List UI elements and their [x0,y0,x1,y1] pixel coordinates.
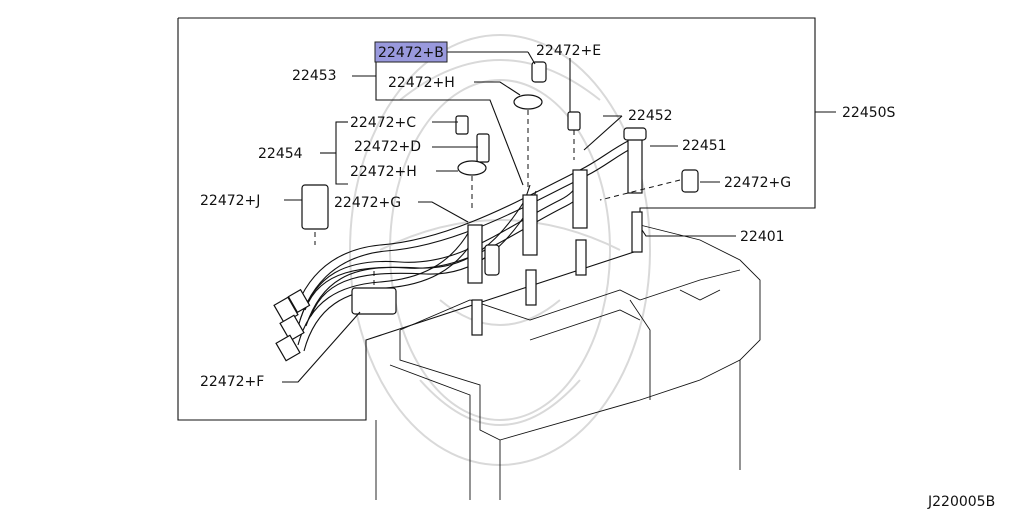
drawing-code: J220005B [927,494,995,510]
callout-22450s[interactable]: 22450S [842,105,896,121]
callout-22453[interactable]: 22453 [292,68,337,84]
callout-22472-h-top[interactable]: 22472+H [388,75,455,91]
callout-22454[interactable]: 22454 [258,146,303,162]
wire-boots [273,288,311,362]
wire-clips [301,61,699,315]
callout-22472-h-mid[interactable]: 22472+H [350,164,417,180]
guide-lines [314,110,681,285]
callout-labels: 22472+B 22472+E 22453 22472+H 22452 2245… [200,41,995,510]
highlighted-callout-box [374,41,448,63]
callout-22472-e[interactable]: 22472+E [536,43,601,59]
callout-22452[interactable]: 22452 [628,108,673,124]
plug-caps [467,127,647,284]
callout-22472-g-right[interactable]: 22472+G [724,175,791,191]
engine-block [375,224,761,500]
callout-22472-g-left[interactable]: 22472+G [334,195,401,211]
callout-22451[interactable]: 22451 [682,138,727,154]
ignition-wires [289,139,637,352]
callout-22472-c[interactable]: 22472+C [350,115,416,131]
callout-22472-f[interactable]: 22472+F [200,374,264,390]
callout-22472-d[interactable]: 22472+D [354,139,421,155]
assembly-frame [177,17,816,421]
spark-plugs [471,211,643,336]
leader-lines [282,50,836,383]
callout-22401[interactable]: 22401 [740,229,785,245]
callout-22472-j[interactable]: 22472+J [200,193,260,209]
callout-22472-b[interactable]: 22472+B [378,45,444,61]
